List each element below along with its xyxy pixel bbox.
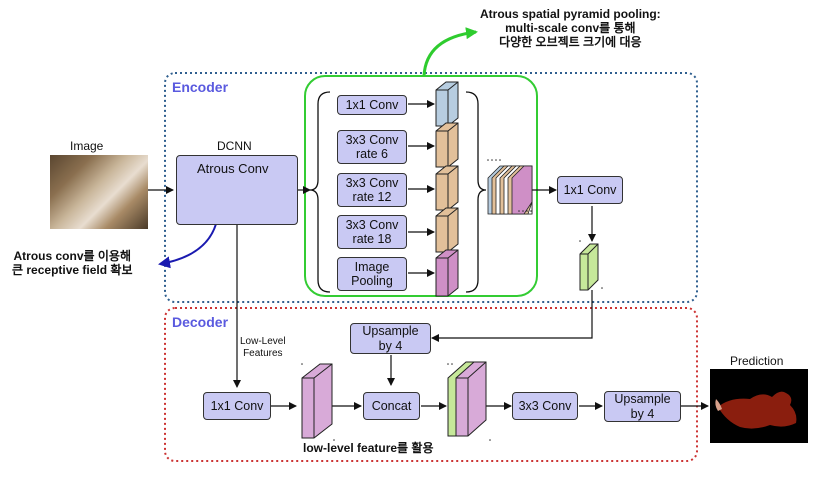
decoder-concat: Concat [363, 392, 420, 420]
aspp-branch-image-pooling: Image Pooling [337, 257, 407, 291]
decoder-title: Decoder [172, 314, 229, 330]
aspp-note-arrow [422, 27, 478, 77]
decoder-upsample-final: Upsample by 4 [604, 391, 681, 422]
encoder-output-feature [579, 243, 599, 291]
feature-map-pooling [435, 249, 459, 297]
atrous-note-arrow [158, 223, 217, 269]
prediction-label: Prediction [730, 354, 784, 368]
feature-map-1x1 [435, 81, 459, 127]
prediction-image [710, 369, 808, 443]
decoder-3x3-conv: 3x3 Conv [512, 392, 578, 420]
encoder-region [164, 72, 698, 303]
decoder-1x1-conv: 1x1 Conv [203, 392, 271, 420]
encoder-title: Encoder [172, 79, 229, 95]
decoder-upsample-top: Upsample by 4 [350, 323, 431, 354]
atrous-conv-label: Atrous Conv [197, 161, 269, 176]
feature-map-rate18 [435, 207, 459, 253]
input-image [50, 155, 148, 229]
aspp-note: Atrous spatial pyramid pooling: multi-sc… [480, 7, 661, 49]
aspp-branch-rate18: 3x3 Conv rate 18 [337, 215, 407, 249]
dots [301, 159, 603, 441]
aspp-right-brace [465, 91, 487, 293]
prediction-mask [715, 391, 797, 429]
aspp-branch-rate6: 3x3 Conv rate 6 [337, 130, 407, 164]
aspp-branch-1x1-conv: 1x1 Conv [337, 95, 407, 115]
encoder-1x1-conv: 1x1 Conv [557, 176, 623, 204]
lowlevel-note: low-level feature를 활용 [303, 441, 434, 455]
feature-map-rate12 [435, 165, 459, 211]
input-image-label: Image [70, 139, 104, 153]
branch-arrows [408, 100, 435, 277]
aspp-branch-rate12: 3x3 Conv rate 12 [337, 173, 407, 207]
encoder-to-upsample-arrow [431, 290, 593, 342]
concat-feature-map [447, 361, 487, 437]
low-level-features-label: Low-Level Features [240, 336, 286, 359]
dcnn-block [176, 155, 298, 225]
atrous-note: Atrous conv를 이용해 큰 receptive field 확보 [12, 249, 133, 277]
decoder-region [164, 307, 698, 462]
low-level-feature-map [301, 363, 333, 439]
feature-map-rate6 [435, 122, 459, 168]
aspp-left-brace [309, 91, 331, 293]
dcnn-label: DCNN [217, 139, 252, 153]
concatenated-feature-stack [487, 165, 533, 215]
